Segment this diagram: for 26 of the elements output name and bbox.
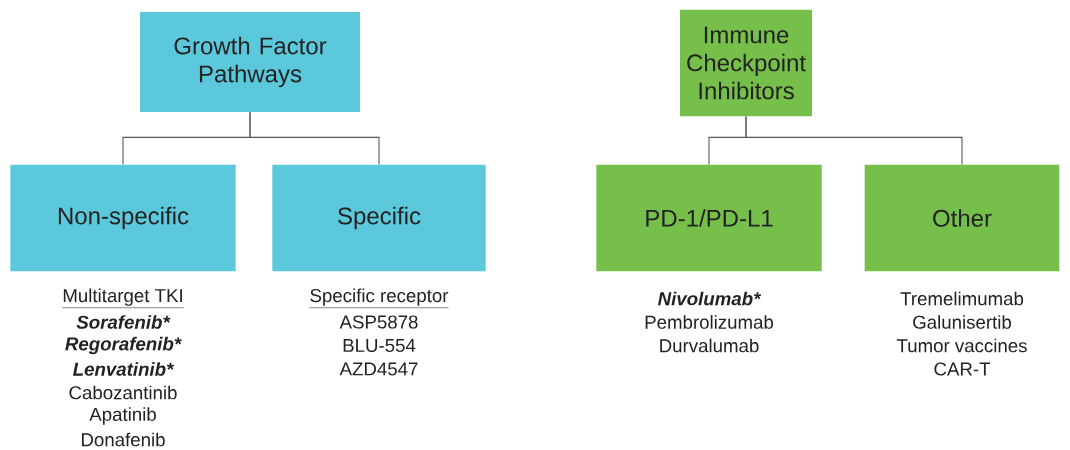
connector-line (249, 111, 380, 165)
drug-name: Tremelimumab (900, 291, 1024, 306)
drug-name: Galunisertib (913, 315, 1011, 329)
drug-name: Pembrolizumab (645, 315, 774, 329)
category-box: Other (864, 164, 1060, 272)
drug-name: Donafenib (82, 432, 165, 447)
drug-name: CAR-T (934, 362, 991, 376)
category-box: Non-specific (10, 164, 236, 272)
category-box: Immune Checkpoint Inhibitors (680, 9, 812, 117)
category-box: Specific (272, 164, 486, 272)
category-box: Growth Factor Pathways (140, 12, 360, 112)
drug-name: Tumor vaccines (896, 338, 1027, 353)
drug-name: Sorafenib* (76, 315, 171, 329)
list-heading: Specific receptor (309, 288, 449, 308)
drug-name: Regorafenib* (65, 336, 182, 355)
connector-line (745, 116, 963, 165)
drug-name: Apatinib (89, 407, 156, 425)
drug-name: Cabozantinib (69, 385, 177, 400)
drug-name: Nivolumab* (658, 291, 762, 306)
drug-name: AZD4547 (339, 362, 418, 376)
drug-name: Lenvatinib* (73, 362, 175, 376)
drug-name: ASP5878 (339, 315, 418, 329)
category-box: PD-1/PD-L1 (596, 164, 822, 272)
drug-name: Durvalumab (660, 338, 759, 353)
drug-name: BLU-554 (343, 339, 416, 352)
list-heading: Multitarget TKI (62, 288, 184, 308)
